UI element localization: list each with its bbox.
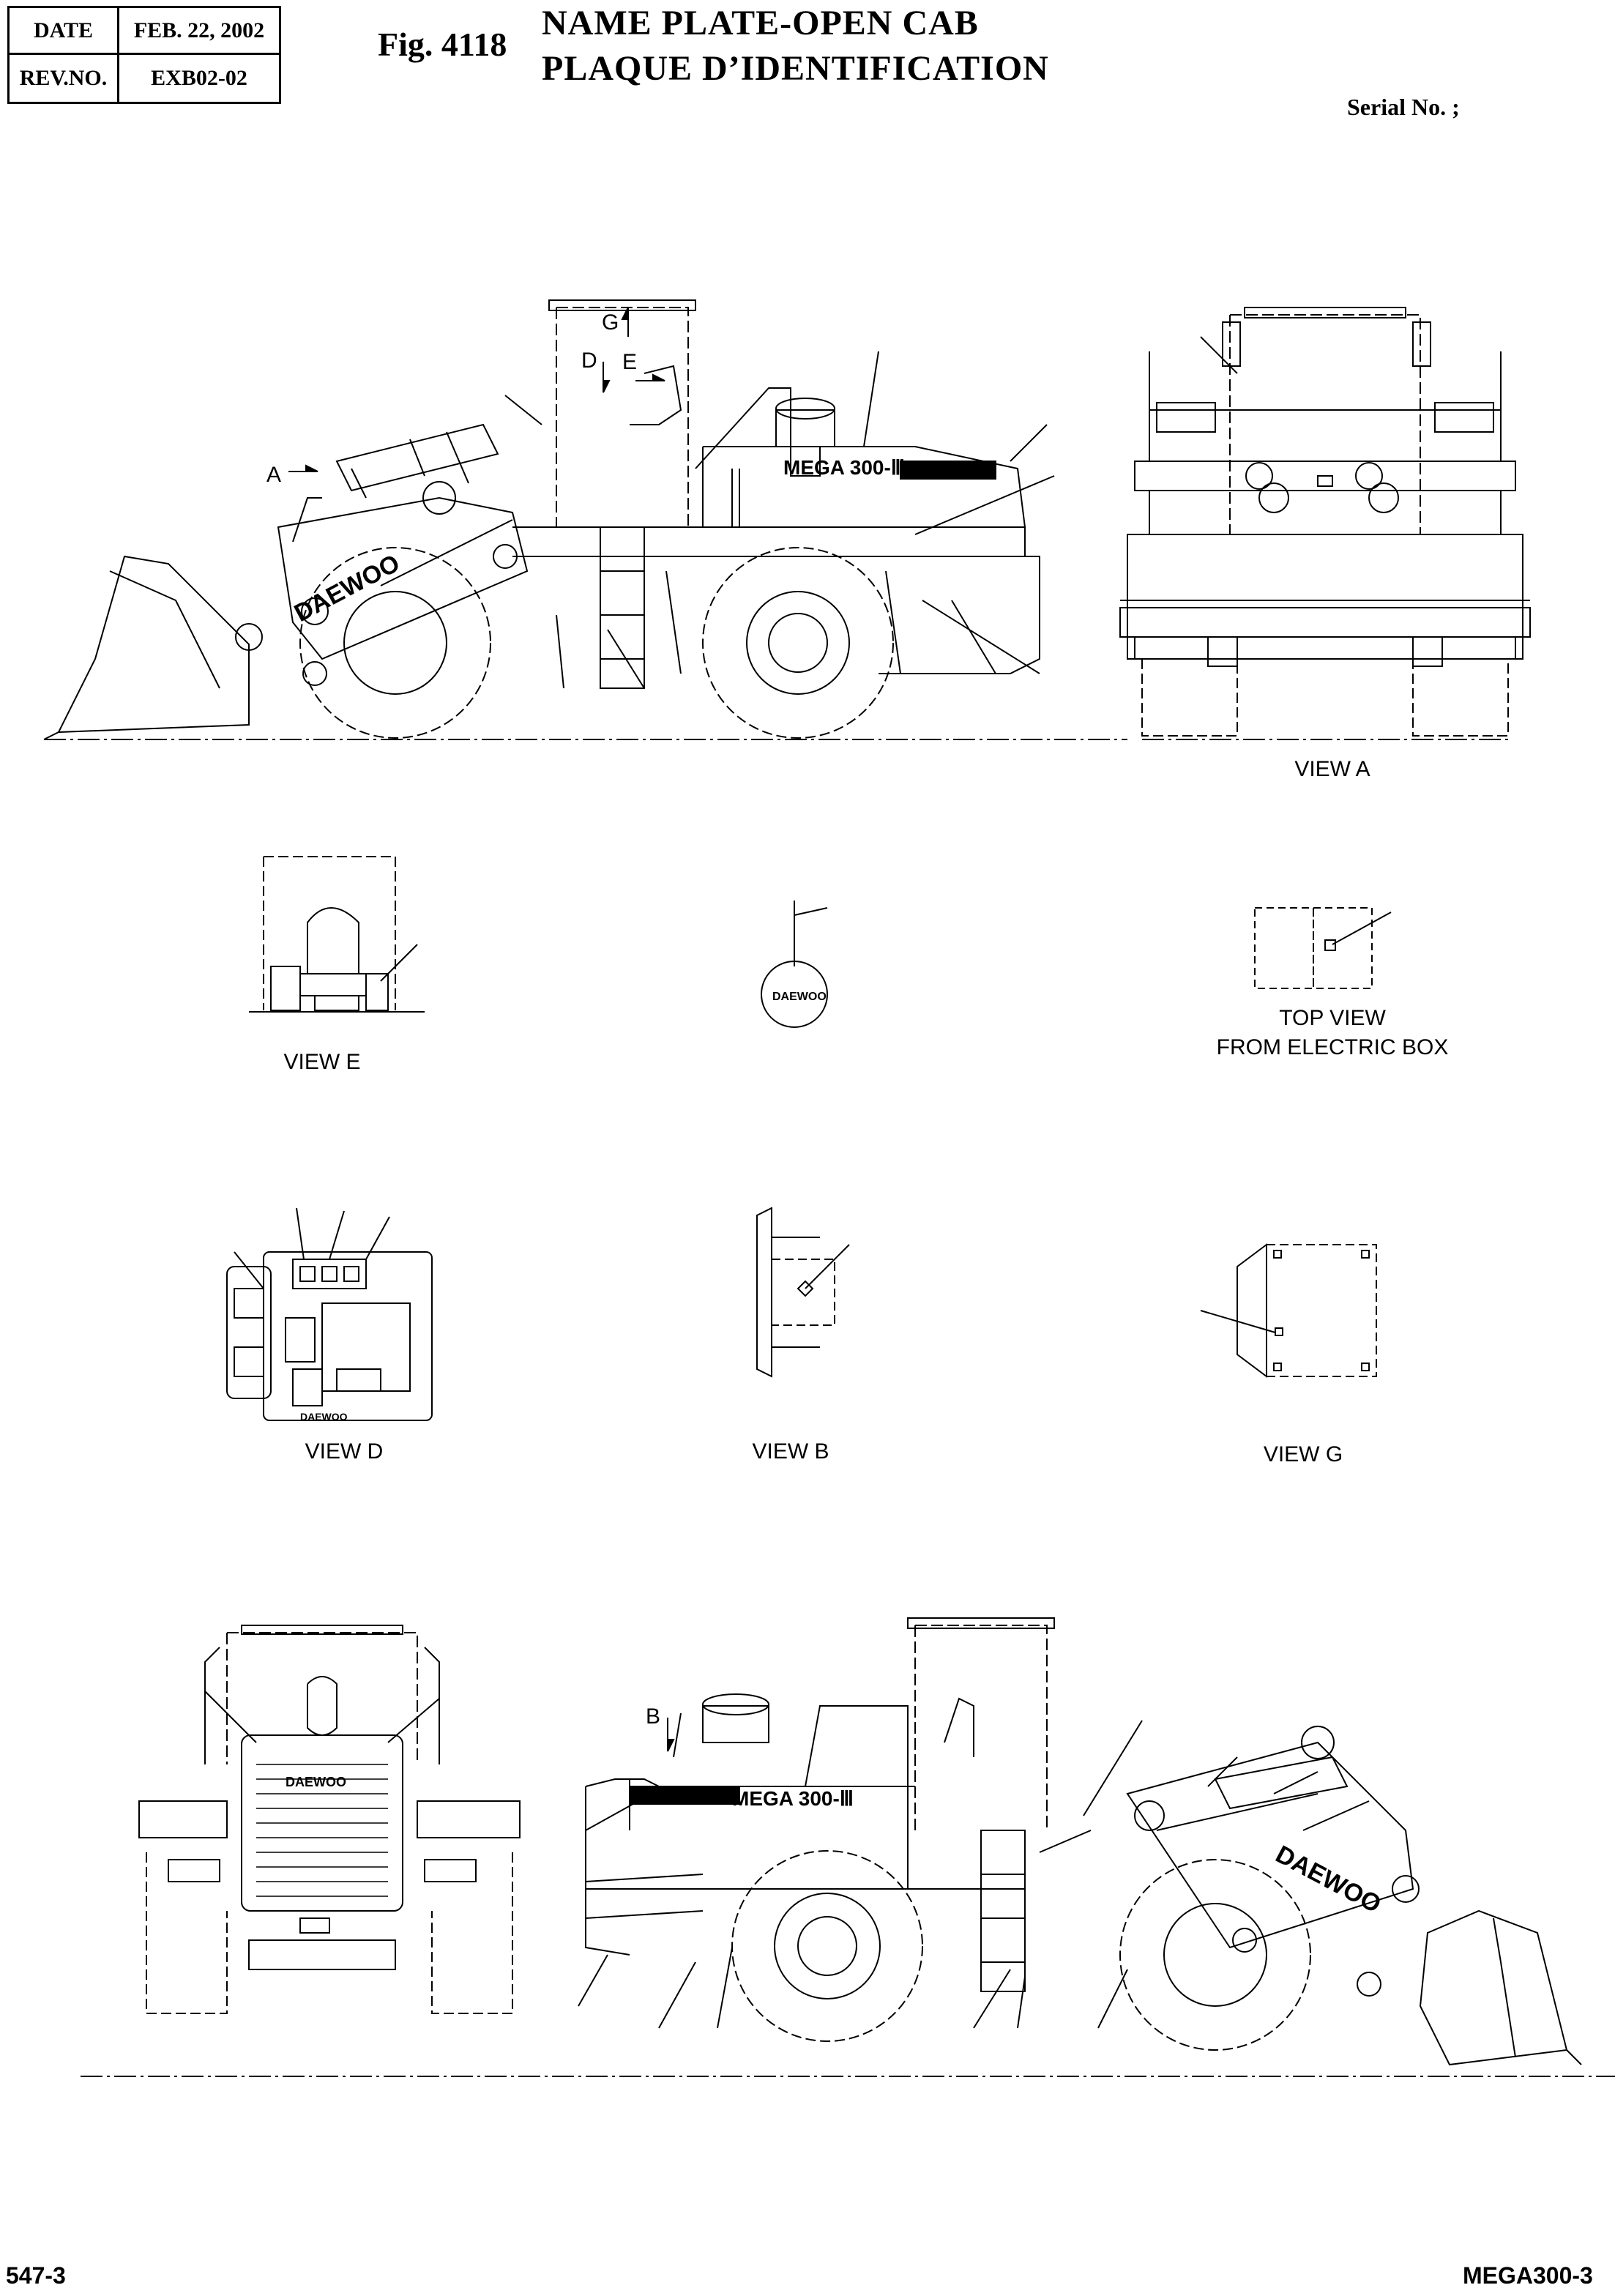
page-number: 547-3 xyxy=(6,2262,66,2289)
view-e-drawing xyxy=(249,849,425,1018)
rev-value: EXB02-02 xyxy=(151,66,247,90)
brand-boom-right: DAEWOO xyxy=(1271,1841,1385,1919)
view-b-drawing xyxy=(747,1208,879,1384)
view-g-drawing xyxy=(1193,1230,1384,1391)
rev-label: REV.NO. xyxy=(10,55,119,102)
brand-grille: DAEWOO xyxy=(286,1775,346,1789)
top-view-electric-box-drawing xyxy=(1245,908,1406,996)
arrow-b-icon xyxy=(660,1718,675,1751)
date-label: DATE xyxy=(10,8,119,55)
top-view-label-line2: FROM ELECTRIC BOX xyxy=(1216,1035,1449,1059)
callout-g: G xyxy=(602,310,619,335)
header-table: DATE FEB. 22, 2002 REV.NO. EXB02-02 xyxy=(7,6,281,104)
model-number: MEGA300-3 xyxy=(1463,2262,1593,2289)
brand-plate: DAEWOO xyxy=(772,991,827,1003)
svg-text:DAEWOO: DAEWOO xyxy=(300,1411,348,1423)
callout-a: A xyxy=(266,463,282,487)
loader-side-view-left: MEGA 300-Ⅲ DAEWOO xyxy=(0,278,1127,761)
callout-d: D xyxy=(581,348,597,373)
callout-b: B xyxy=(646,1704,661,1729)
loader-rear-view: DAEWOO xyxy=(139,1618,520,2028)
callout-e: E xyxy=(622,350,638,374)
serial-number: Serial No. ; xyxy=(1347,94,1460,120)
arrow-d-icon xyxy=(596,362,611,392)
view-d-label: VIEW D xyxy=(305,1439,384,1464)
arrow-e-icon xyxy=(635,373,665,388)
view-d-drawing: DAEWOO xyxy=(220,1208,439,1423)
view-b-label: VIEW B xyxy=(752,1439,829,1464)
date-value: FEB. 22, 2002 xyxy=(119,8,279,55)
view-a-drawing xyxy=(1120,293,1530,747)
model-decal-left: MEGA 300-Ⅲ xyxy=(783,456,905,479)
loader-side-view-right: MEGA 300-Ⅲ DAEWOO xyxy=(73,1611,1615,2094)
view-g-label: VIEW G xyxy=(1263,1442,1343,1466)
model-decal-right: MEGA 300-Ⅲ xyxy=(732,1787,854,1810)
view-e-label: VIEW E xyxy=(283,1050,361,1074)
arrow-g-icon xyxy=(621,308,635,337)
view-a-label: VIEW A xyxy=(1294,757,1370,781)
figure-number: Fig. 4118 xyxy=(378,26,507,63)
arrow-a-icon xyxy=(288,463,318,477)
top-view-label-line1: TOP VIEW xyxy=(1279,1006,1386,1030)
title-french: PLAQUE D’IDENTIFICATION xyxy=(542,49,1049,88)
round-plate-drawing: DAEWOO xyxy=(754,893,864,1025)
title-english: NAME PLATE-OPEN CAB xyxy=(542,4,979,42)
